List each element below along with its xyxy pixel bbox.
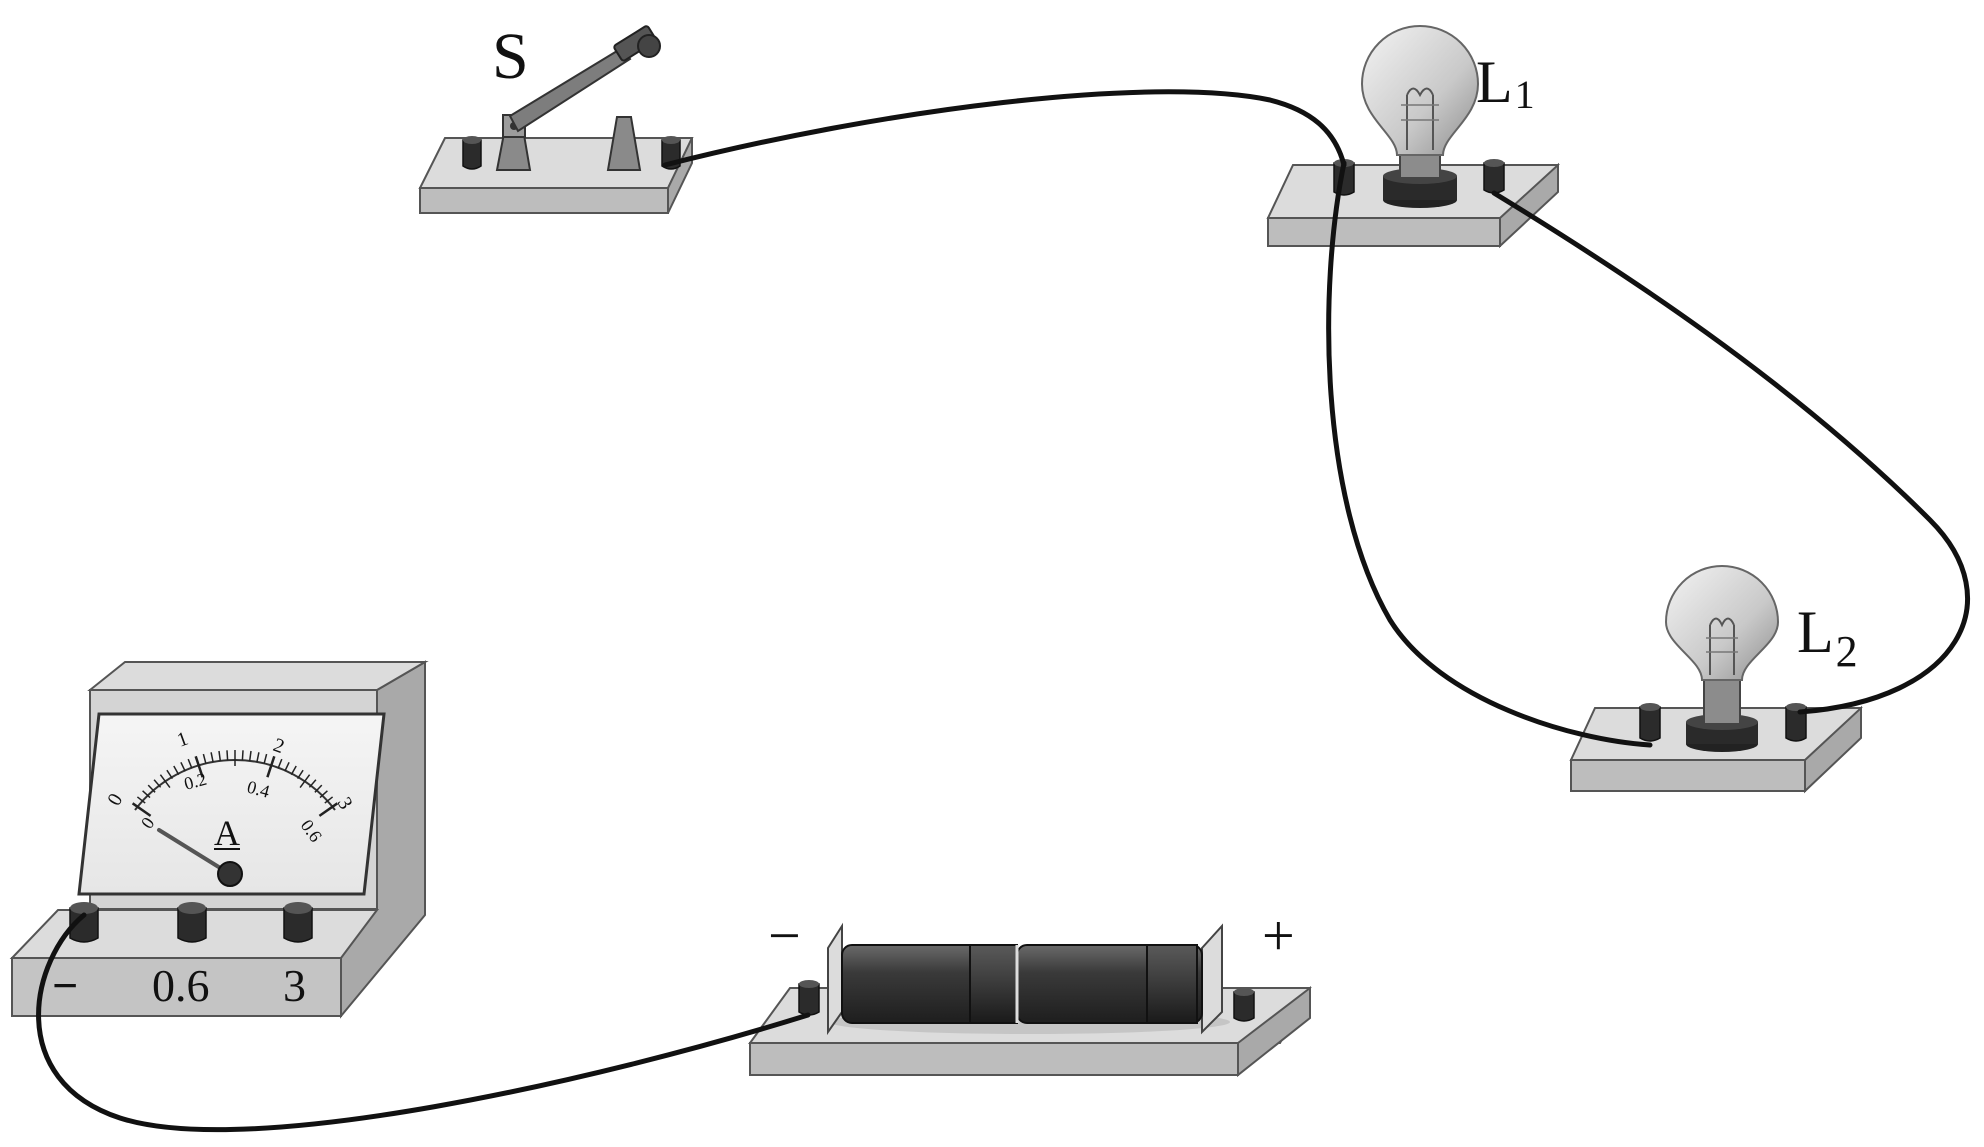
ammeter-scale-tick [318,802,339,817]
lamp-l2[interactable]: L2 [1569,565,1863,794]
battery[interactable]: − + [748,903,1312,1078]
ammeter-scale-tick [218,750,222,761]
lamp-l2-base-front [1570,759,1806,792]
ammeter-scale-tick [136,796,146,804]
lamp-l2-label: L2 [1797,599,1858,676]
lamp-l1-label: L1 [1476,49,1535,117]
switch-handle[interactable] [613,25,661,62]
battery-right-plate [1201,923,1223,1035]
battery-base-front [749,1042,1239,1076]
wire-lamp1-to-lamp2-left[interactable] [1326,160,1653,748]
switch-left-terminal[interactable] [462,136,482,170]
ammeter-dial-face [77,712,386,896]
ammeter-scale-tick [290,765,297,776]
ammeter-scale-tick [241,750,244,761]
switch-blade[interactable] [508,46,632,133]
battery-plus-label: + [1262,903,1295,968]
ammeter-scale-tick [153,779,162,788]
ammeter-terminal-label: − [52,960,78,1011]
ammeter-scale-tick [299,774,311,789]
battery-cell-1-cap [969,944,1018,1024]
lamp-l1-base-side [1499,162,1559,249]
battery-base-side [1237,985,1311,1078]
ammeter-unit-label: A [214,813,240,853]
ammeter-scale-tick [210,752,214,763]
lamp-l2-subscript: 2 [1836,627,1858,676]
ammeter-terminal-label: 3 [283,960,306,1011]
lamp-l1-subscript: 1 [1515,72,1535,117]
ammeter[interactable]: 0 1 2 3 0 0.2 0.4 0.6 A [9,660,429,1019]
lamp-l1-base-front [1267,217,1501,247]
lamp-l1-bulb [1360,25,1480,179]
ammeter-scale-tick [324,796,334,804]
ammeter-scale-tick [308,779,317,788]
ammeter-scale-tick [277,758,283,769]
knife-switch[interactable]: S [418,20,694,214]
switch-base-front [419,187,669,214]
ammeter-scale-tick [142,790,151,799]
wire-switch-to-lamp1[interactable] [662,89,1347,168]
ammeter-scale-tick [202,753,207,764]
ammeter-scale-tick [256,752,260,763]
ammeter-scale-tick [180,761,186,772]
ammeter-scale-tick [194,755,204,778]
ammeter-scale-tick [131,802,152,817]
ammeter-scale-tick [263,753,268,764]
ammeter-base-front [11,957,342,1017]
ammeter-scale-ticks [131,750,339,817]
battery-negative-terminal[interactable] [798,980,820,1016]
wire-ammeter-to-battery[interactable] [36,912,811,1133]
lamp-l1-right-terminal[interactable] [1483,159,1505,194]
switch-label: S [492,20,529,93]
ammeter-needle [157,828,232,876]
ammeter-scale-tick [147,784,156,793]
switch-contact-post [606,116,642,171]
ammeter-scale-tick [266,755,276,778]
switch-base-side [667,137,693,214]
lamp-l2-base-side [1804,705,1862,794]
ammeter-scale-tick [248,750,252,761]
switch-base-top [418,137,694,189]
battery-left-plate [827,922,843,1036]
battery-minus-label: − [768,903,801,968]
ammeter-terminal-3[interactable] [283,902,313,943]
ammeter-terminal-negative[interactable] [69,902,99,943]
ammeter-scale-tick [319,790,328,799]
lamp-l2-bulb [1664,565,1780,725]
battery-cell-2-cap [1146,944,1198,1024]
ammeter-scale-tick [226,750,229,761]
ammeter-scale-tick [159,774,171,789]
lamp-l2-left-terminal[interactable] [1639,703,1661,742]
ammeter-scale-tick [314,784,323,793]
ammeter-scale-tick [284,761,290,772]
lamp-l2-right-terminal[interactable] [1785,703,1807,742]
ammeter-scale-tick [166,769,174,780]
ammeter-scale-tick [296,769,304,780]
battery-positive-terminal[interactable] [1233,988,1255,1022]
ammeter-body-top [87,661,429,691]
ammeter-pivot [217,861,243,887]
ammeter-scale-tick [173,765,180,776]
ammeter-terminal-0-6[interactable] [177,902,207,943]
ammeter-scale-tick [187,758,193,769]
lamp-l1[interactable]: L1 [1266,25,1560,249]
wire-lamp1-to-lamp2-right[interactable] [1491,190,1970,715]
ammeter-terminal-label: 0.6 [152,960,210,1011]
